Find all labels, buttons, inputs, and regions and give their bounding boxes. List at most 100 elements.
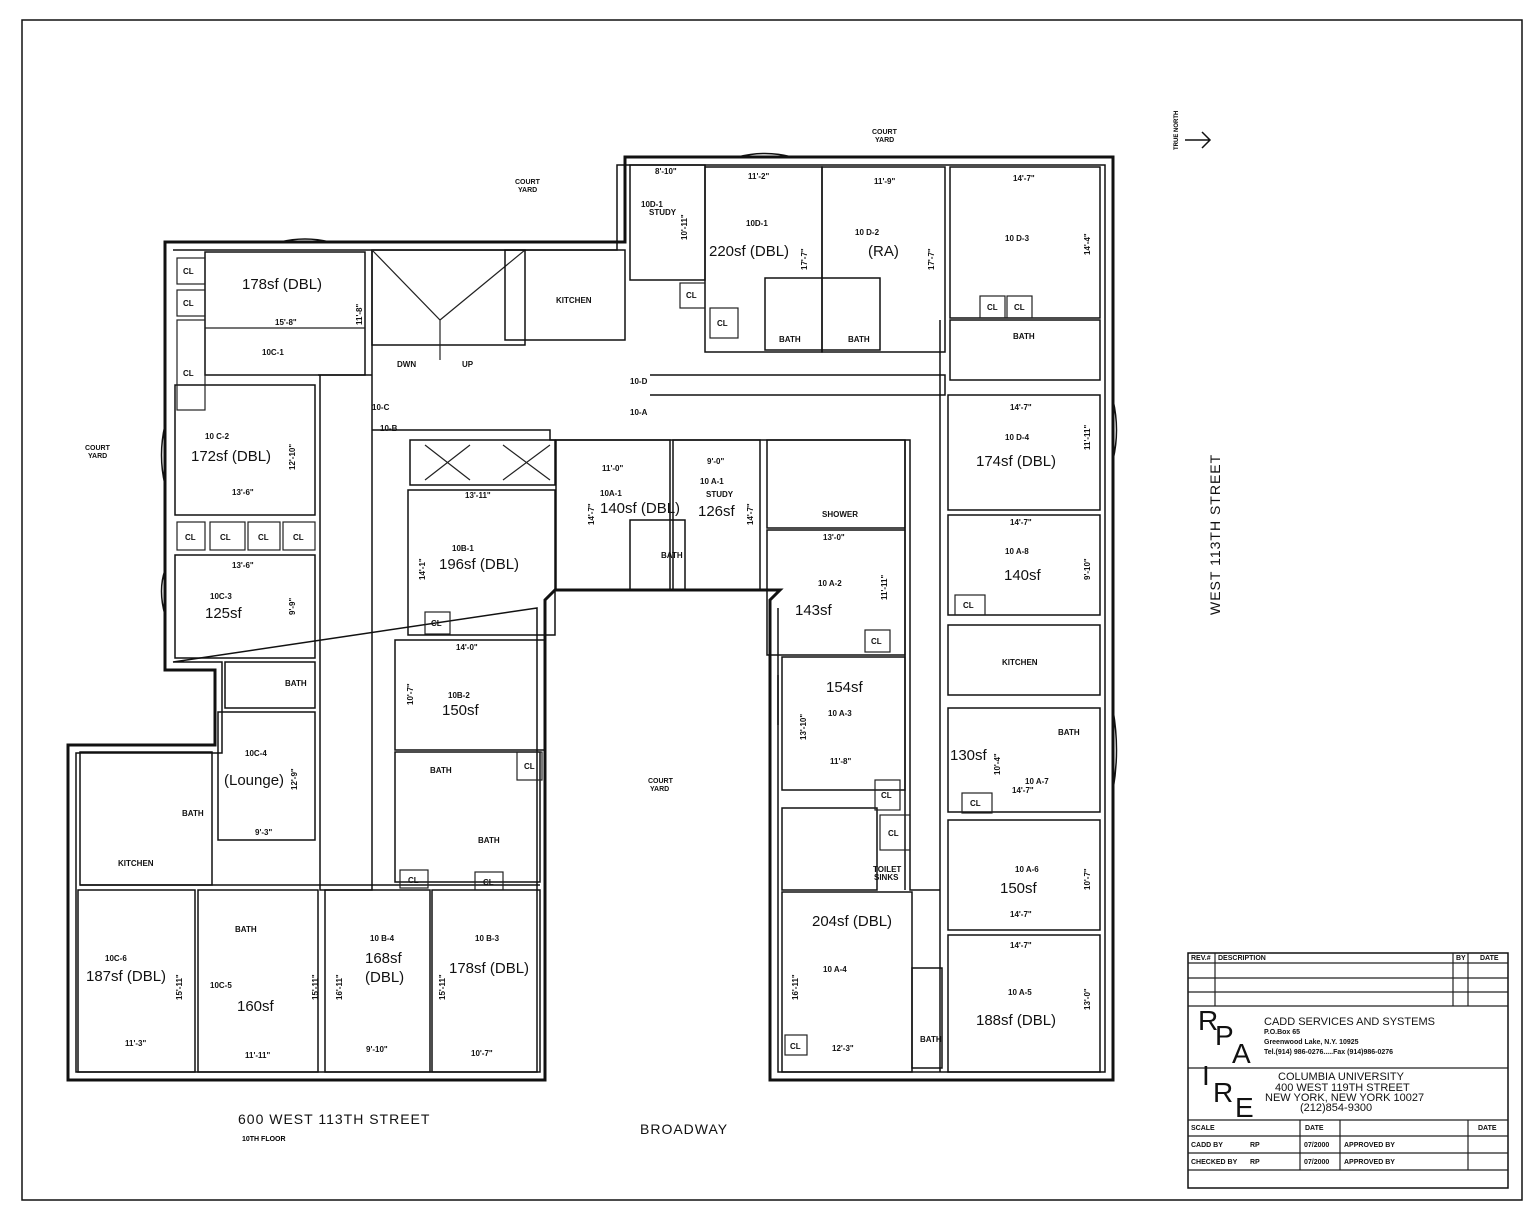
room-dimension: 14'-1": [418, 558, 427, 580]
room-id: 10C-3: [210, 592, 232, 601]
room-sub: STUDY: [706, 490, 734, 499]
room-dimension: 13'-6": [232, 561, 254, 570]
bath-label: BATH: [285, 679, 307, 688]
yard-label: YARD: [88, 453, 107, 460]
room-dimension: 15'-11": [311, 974, 320, 1000]
room-dimension: 11'-9": [874, 177, 895, 186]
bath-label: BATH: [661, 551, 683, 560]
room-area: 174sf (DBL): [976, 453, 1056, 470]
room-dimension: 15'-11": [438, 974, 447, 1000]
date-header: DATE: [1480, 955, 1499, 962]
room-area: 178sf (DBL): [449, 960, 529, 977]
room-dimension: 15'-8": [275, 318, 297, 327]
bath-label: BATH: [182, 809, 204, 818]
closet-label: CL: [717, 319, 728, 328]
closet-label: CL: [220, 533, 231, 542]
room-area: 178sf (DBL): [242, 276, 322, 293]
room-area: 187sf (DBL): [86, 968, 166, 985]
room-id: 10 D-4: [1005, 433, 1030, 442]
closet-label: CL: [431, 619, 442, 628]
stair-up-label: UP: [462, 360, 474, 369]
yard-label: YARD: [650, 786, 669, 793]
room-dimension: 11'-2": [748, 172, 769, 181]
room-dimension: 14'-4": [1083, 233, 1092, 255]
bath-label: BATH: [1058, 728, 1080, 737]
bath-label: BATH: [1013, 332, 1035, 341]
closet-label: CL: [408, 876, 419, 885]
client-tel: (212)854-9300: [1300, 1102, 1372, 1114]
room-area: 126sf: [698, 503, 736, 520]
room-sub: STUDY: [649, 208, 677, 217]
approved-by-label: APPROVED BY: [1344, 1142, 1395, 1149]
logo-letter: I: [1202, 1060, 1210, 1091]
north-label: TRUE NORTH: [1174, 111, 1180, 150]
room-labels: 178sf (DBL) 15'-8" 10C-1 11'-8" 10 C-2 1…: [86, 167, 1092, 1060]
room-id: 10D-1: [641, 200, 663, 209]
room-dimension: 10'-7": [406, 683, 415, 705]
company-po: P.O.Box 65: [1264, 1029, 1300, 1036]
room-dimension: 11'-11": [245, 1051, 270, 1060]
door-label: 10-C: [372, 403, 390, 412]
room-area: 150sf: [442, 702, 480, 719]
room-dimension: 13'-0": [1083, 988, 1092, 1010]
room-id: 10 A-3: [828, 709, 852, 718]
room-area: 196sf (DBL): [439, 556, 519, 573]
room-area: 154sf: [826, 679, 864, 696]
closet-label: CL: [881, 791, 892, 800]
street-label-west-113th: WEST 113TH STREET: [1207, 454, 1223, 615]
room-dimension: 12'-3": [832, 1044, 854, 1053]
company-name: CADD SERVICES AND SYSTEMS: [1264, 1016, 1435, 1028]
room-dimension: 12'-10": [288, 444, 297, 470]
room-area: 188sf (DBL): [976, 1012, 1056, 1029]
room-id: 10 D-3: [1005, 234, 1030, 243]
room-dimension: 15'-11": [175, 974, 184, 1000]
room-dimension: 9'-10": [366, 1045, 388, 1054]
room-dimension: 16'-11": [335, 974, 344, 1000]
checked-by-label: CHECKED BY: [1191, 1159, 1238, 1166]
approved-by-label: APPROVED BY: [1344, 1159, 1395, 1166]
fixture-labels: CL CL CL CL CL CL CL CL CL CL CL CL CL C…: [118, 267, 1080, 1051]
bath-label: BATH: [848, 335, 870, 344]
room-area: 150sf: [1000, 880, 1038, 897]
closet-label: CL: [185, 533, 196, 542]
door-label: 10-A: [630, 408, 648, 417]
closet-label: CL: [871, 637, 882, 646]
toilet-label: TOILET: [873, 865, 901, 874]
room-dimension: 14'-7": [1010, 403, 1032, 412]
room-id: 10 C-2: [205, 432, 230, 441]
room-id: 10B-2: [448, 691, 470, 700]
room-area: 143sf: [795, 602, 833, 619]
room-id: 10 A-5: [1008, 988, 1032, 997]
room-dimension: 11'-8": [355, 304, 364, 325]
rooms: [77, 152, 1118, 1073]
closet-label: CL: [888, 829, 899, 838]
room-dimension: 14'-7": [587, 503, 596, 525]
room-area: 130sf: [950, 747, 988, 764]
stair-down-label: DWN: [397, 360, 416, 369]
closet-label: CL: [987, 303, 998, 312]
room-dimension: 14'-7": [1010, 910, 1032, 919]
room-area: 168sf: [365, 950, 403, 967]
door-label: 10-B: [380, 424, 398, 433]
room-id: 10 B-4: [370, 934, 395, 943]
shower-label: SHOWER: [822, 510, 858, 519]
bath-label: BATH: [779, 335, 801, 344]
checked-by-value: RP: [1250, 1159, 1260, 1166]
room-dimension: 13'-10": [799, 714, 808, 740]
logo-letter: E: [1235, 1092, 1254, 1123]
room-dimension: 17'-7": [800, 248, 809, 270]
court-label: COURT: [648, 778, 674, 785]
room-id: 10 A-6: [1015, 865, 1039, 874]
closet-label: CL: [258, 533, 269, 542]
closet-label: CL: [183, 267, 194, 276]
room-area: 220sf (DBL): [709, 243, 789, 260]
room-dimension: 16'-11": [791, 974, 800, 1000]
room-area: 125sf: [205, 605, 243, 622]
room-id: 10 A-4: [823, 965, 847, 974]
room-id: 10 A-1: [700, 477, 724, 486]
room-area: 140sf: [1004, 567, 1042, 584]
company-tel: Tel.(914) 986-0276.....Fax (914)986-0276: [1264, 1049, 1393, 1056]
room-dimension: 12'-9": [290, 768, 299, 790]
bath-label: BATH: [235, 925, 257, 934]
kitchen-label: KITCHEN: [556, 296, 592, 305]
